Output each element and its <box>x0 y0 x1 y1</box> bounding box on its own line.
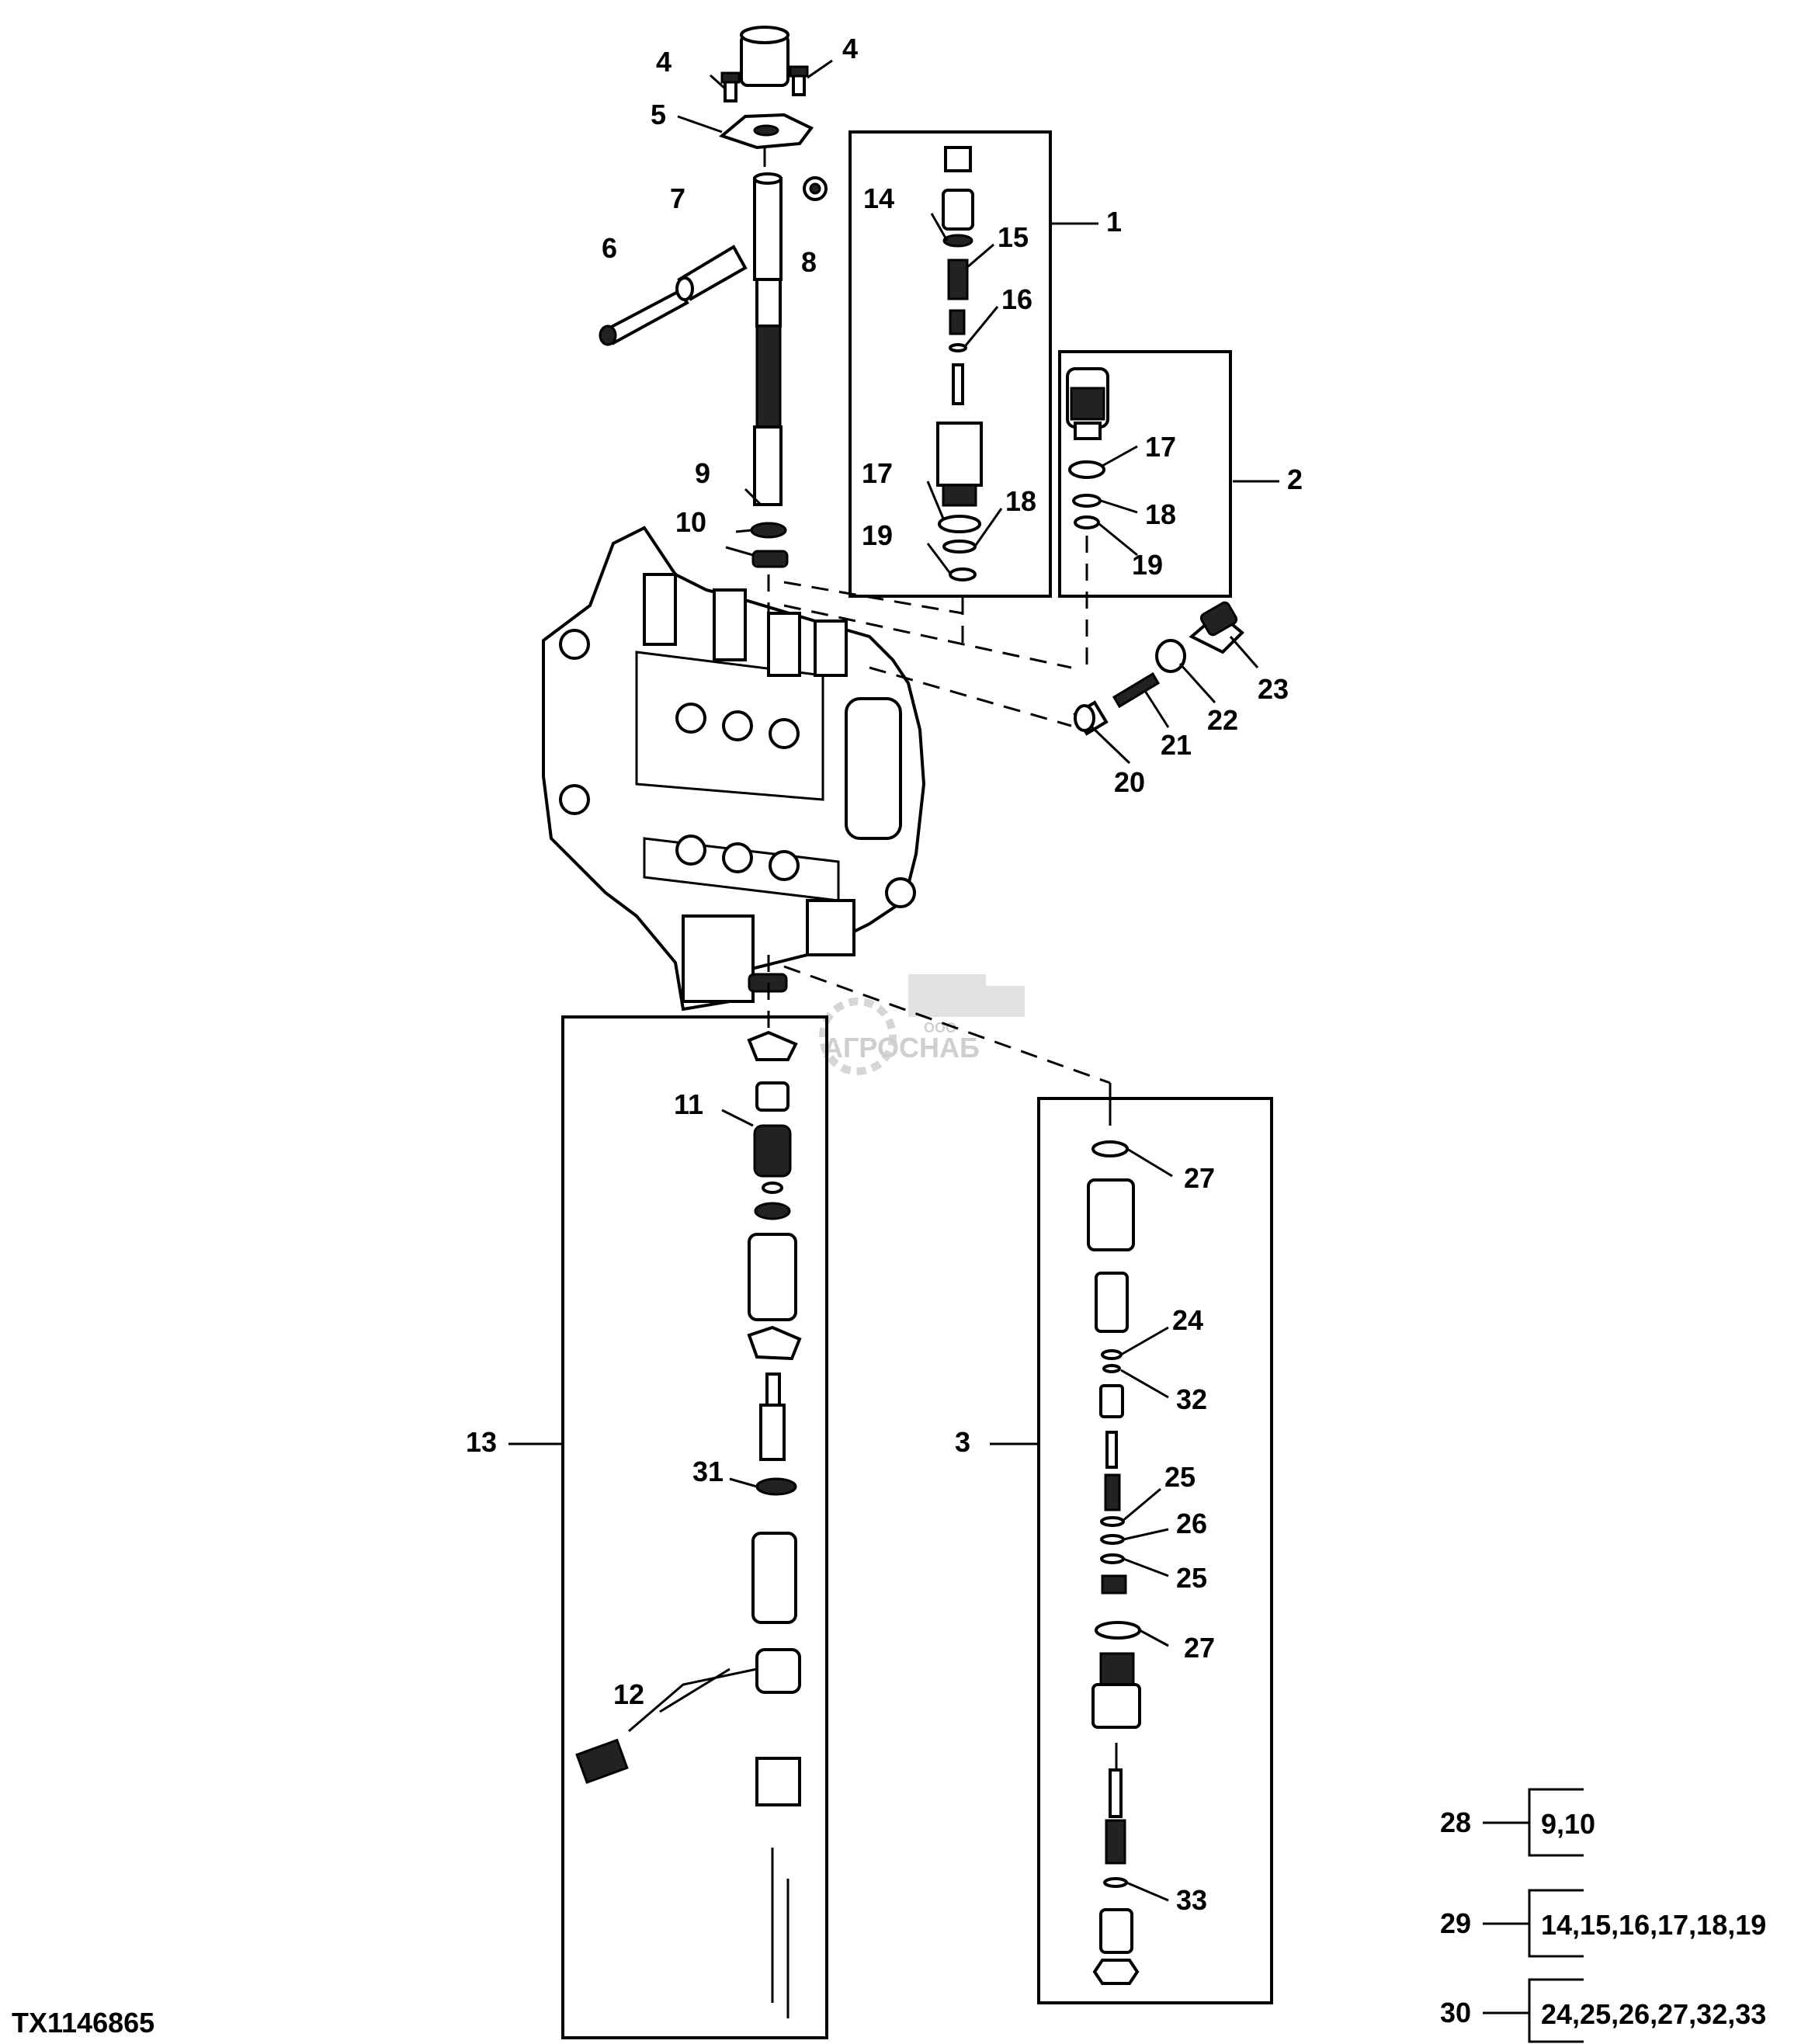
callout-16: 16 <box>1001 283 1032 315</box>
callout-1: 1 <box>1106 206 1122 238</box>
callout-22: 22 <box>1207 704 1238 736</box>
leader-lines <box>508 59 1279 1902</box>
callout-23: 23 <box>1258 673 1289 705</box>
kit-29: 29 14,15,16,17,18,19 <box>1440 1889 1766 1958</box>
kit-30-contents: 24,25,26,27,32,33 <box>1541 1998 1766 2030</box>
callout-24: 24 <box>1172 1304 1203 1336</box>
kit-30: 30 24,25,26,27,32,33 <box>1440 1978 1766 2043</box>
callout-21: 21 <box>1161 729 1192 761</box>
callout-20: 20 <box>1114 766 1145 798</box>
assembly-box-13 <box>561 1015 828 2039</box>
kit-30-id: 30 <box>1440 1997 1471 2028</box>
callout-11: 11 <box>674 1088 703 1120</box>
callout-2: 2 <box>1287 463 1303 495</box>
callout-12: 12 <box>613 1678 644 1710</box>
valve-body <box>542 526 926 1012</box>
callout-31: 31 <box>692 1456 724 1487</box>
assembly-box-2 <box>1058 350 1232 598</box>
callout-13: 13 <box>466 1426 497 1458</box>
callout-5: 5 <box>651 99 666 130</box>
spool-assembly <box>599 26 828 568</box>
callout-19b: 19 <box>1132 549 1163 581</box>
callout-10: 10 <box>675 506 706 538</box>
callout-17a: 17 <box>862 457 893 489</box>
assembly-1-parts <box>936 146 983 581</box>
assembly-3-parts <box>1087 1140 1141 1985</box>
callout-25b: 25 <box>1176 1562 1207 1594</box>
callout-25a: 25 <box>1164 1461 1196 1493</box>
kit-28-contents: 9,10 <box>1541 1808 1595 1840</box>
watermark-brand: АГРОСНАБ <box>823 1032 980 1064</box>
callout-4b: 4 <box>842 33 858 64</box>
connector-lines <box>767 536 1112 1126</box>
callout-4a: 4 <box>656 46 672 78</box>
assembly-box-3 <box>1037 1097 1273 2004</box>
kit-29-id: 29 <box>1440 1907 1471 1939</box>
callout-8: 8 <box>801 246 817 278</box>
callout-15: 15 <box>998 221 1029 253</box>
assembly-box-1 <box>849 130 1052 598</box>
kit-29-contents: 14,15,16,17,18,19 <box>1541 1909 1766 1941</box>
figure-id: TX1146865 <box>12 2007 154 2039</box>
relief-parts <box>1073 601 1244 736</box>
callout-18b: 18 <box>1145 498 1176 530</box>
watermark: ООО АГРОСНАБ <box>819 974 1025 1075</box>
callout-labels: 1 2 3 4 4 5 6 7 8 9 10 11 12 13 14 15 16… <box>466 33 1303 1916</box>
callout-27a: 27 <box>1184 1162 1215 1194</box>
callout-32: 32 <box>1176 1383 1207 1415</box>
callout-14: 14 <box>863 182 894 214</box>
callout-33: 33 <box>1176 1884 1207 1916</box>
assembly-2-parts <box>1066 367 1109 529</box>
kit-28-id: 28 <box>1440 1806 1471 1838</box>
kit-28: 28 9,10 <box>1440 1788 1595 1857</box>
callout-26: 26 <box>1176 1508 1207 1539</box>
callout-9: 9 <box>695 457 710 489</box>
callout-18a: 18 <box>1005 485 1036 517</box>
callout-7: 7 <box>670 182 685 214</box>
callout-3: 3 <box>955 1426 970 1458</box>
callout-19a: 19 <box>862 519 893 551</box>
kit-legend: 28 9,10 29 14,15,16,17,18,19 30 24,25,26… <box>1440 1788 1766 2043</box>
callout-27b: 27 <box>1184 1632 1215 1664</box>
callout-17b: 17 <box>1145 431 1176 463</box>
callout-6: 6 <box>602 232 617 264</box>
assembly-13-parts <box>575 1030 802 2018</box>
